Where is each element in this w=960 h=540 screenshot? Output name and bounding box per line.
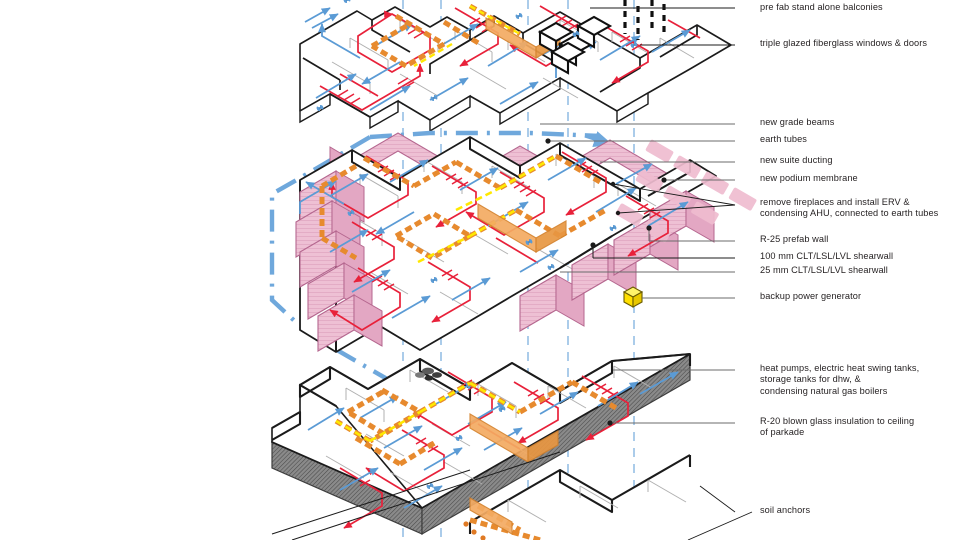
upper-heating-lines <box>319 6 701 111</box>
callout-new-suite-ducting[interactable]: new suite ducting <box>760 155 833 165</box>
callout-prefab-balconies[interactable]: pre fab stand alone balconies <box>760 2 883 12</box>
podium-membrane-band <box>615 139 757 243</box>
prefab-balconies <box>537 15 613 75</box>
level-upper-suites <box>299 0 732 133</box>
callout-heat-pumps-tanks-boilers[interactable]: heat pumps, electric heat swing tanks, s… <box>760 363 920 396</box>
ground-earth-tube-highlight <box>335 381 521 443</box>
level-ground-mechanical <box>271 0 692 536</box>
parkade-dots <box>463 521 486 540</box>
earth-tube-perimeter <box>269 130 601 400</box>
callout-new-podium-membrane[interactable]: new podium membrane <box>760 173 858 183</box>
triple-glazed-window-marks <box>623 0 666 40</box>
backup-power-generator-icon <box>622 286 644 308</box>
callout-25mm-shearwall[interactable]: 25 mm CLT/LSL/LVL shearwall <box>760 265 888 275</box>
soil-anchor-lines <box>271 451 561 540</box>
callout-new-grade-beams[interactable]: new grade beams <box>760 117 835 127</box>
callout-soil-anchors[interactable]: soil anchors <box>760 505 811 515</box>
upper-floor-slab <box>299 6 732 133</box>
callout-r25-prefab-wall[interactable]: R-25 prefab wall <box>760 234 829 244</box>
callout-triple-glazed-windows-doors[interactable]: triple glazed fiberglass windows & doors <box>760 38 928 48</box>
callout-remove-fireplaces-erv-ahu[interactable]: remove fireplaces and install ERV & cond… <box>760 197 939 219</box>
upper-duct-highlight <box>413 4 521 68</box>
upper-suite-ducting <box>370 3 522 69</box>
storage-tank-cluster <box>415 367 442 381</box>
parkade-orange-volume <box>469 497 513 535</box>
podium-erv-ahu-shaft <box>477 203 567 253</box>
callout-backup-power-generator[interactable]: backup power generator <box>760 291 862 301</box>
leader-lines <box>540 7 753 540</box>
podium-heating-lines <box>328 151 669 331</box>
level-podium <box>269 130 757 400</box>
callout-r20-parkade-insulation[interactable]: R-20 blown glass insulation to ceiling o… <box>760 416 915 438</box>
callout-100mm-shearwall[interactable]: 100 mm CLT/LSL/LVL shearwall <box>760 251 894 261</box>
ground-mechanical-plant-volume <box>469 413 559 463</box>
callout-earth-tubes[interactable]: earth tubes <box>760 134 807 144</box>
level-parkade <box>271 451 760 540</box>
